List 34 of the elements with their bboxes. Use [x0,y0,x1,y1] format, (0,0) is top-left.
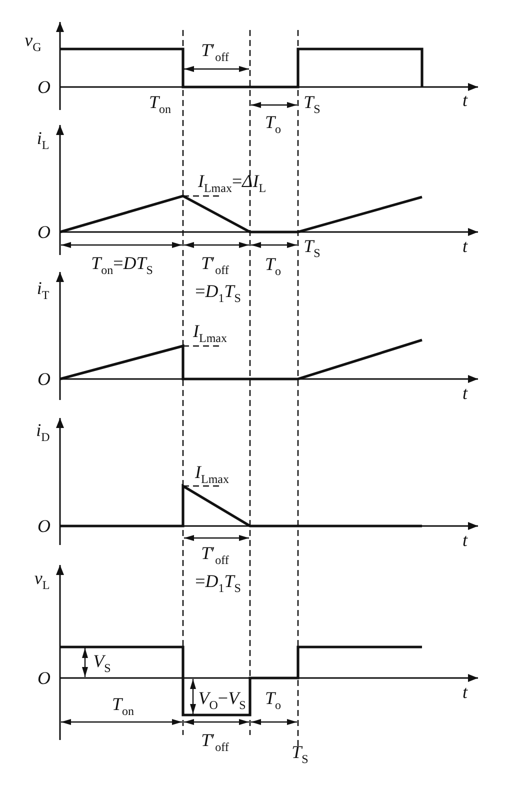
math-label: t [462,237,468,255]
math-label: O [38,223,50,241]
math-label: t [462,384,468,402]
math-label: I$_{Lmax}$ [195,463,229,485]
math-label: i$_{L}$ [36,129,50,151]
math-label: O [38,669,50,687]
math-label: O [38,517,50,535]
math-label: t [462,531,468,549]
math-label: T$_{S}$ [304,237,320,259]
math-label: O [38,78,50,96]
math-label: t [462,91,468,109]
math-label: T′$_{off}$ [201,41,229,63]
math-label: =D$_{1}$T$_{S}$ [195,282,241,304]
math-label: =D$_{1}$T$_{S}$ [195,572,241,594]
math-label: T′$_{off}$ [201,731,229,753]
math-label: T$_{on}$=DT$_{S}$ [91,254,153,276]
math-label: T$_{on}$ [112,695,134,717]
math-label: v$_{G}$ [24,31,42,53]
math-label: T$_{o}$ [265,255,281,277]
math-label: V$_{S}$ [93,652,111,674]
math-label: T$_{S}$ [304,93,320,115]
math-label: T$_{S}$ [292,743,308,765]
math-label: T$_{on}$ [149,93,171,115]
math-label: I$_{Lmax}$ [193,322,227,344]
math-label: T$_{o}$ [265,689,281,711]
math-label: i$_{T}$ [36,279,50,301]
math-label: t [462,683,468,701]
math-label: T′$_{off}$ [201,254,229,276]
math-label: V$_{O}$−V$_{S}$ [198,689,246,711]
math-label: T′$_{off}$ [201,544,229,566]
math-label: O [38,370,50,388]
math-label: i$_{D}$ [36,421,50,443]
math-label: T$_{o}$ [265,113,281,135]
math-label: v$_{L}$ [34,569,50,591]
